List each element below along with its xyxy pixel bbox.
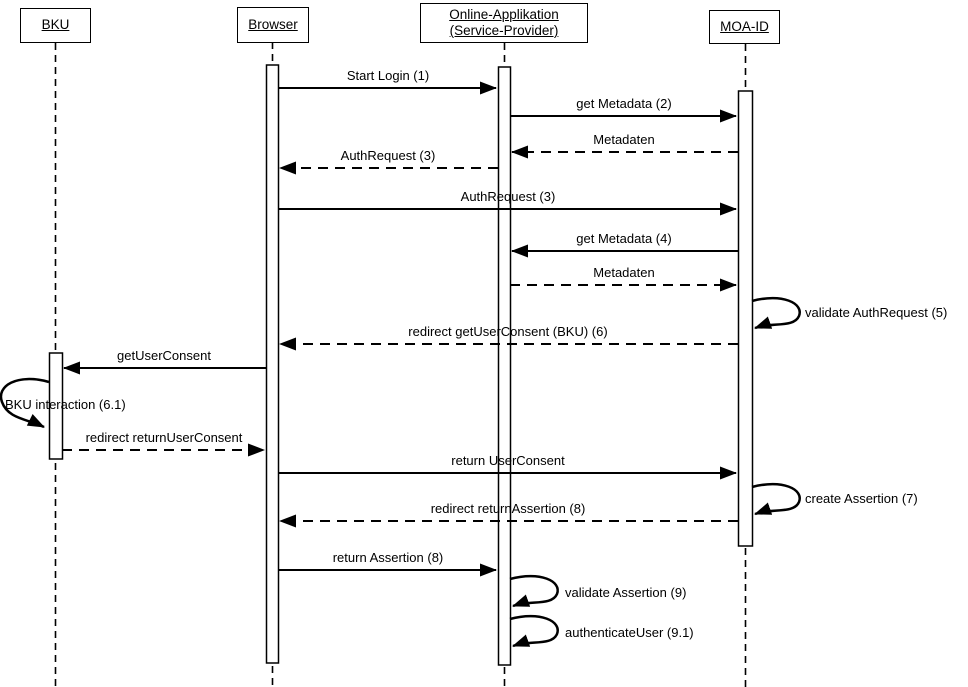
activation-bar-browser (265, 64, 280, 664)
actor-label-bku: BKU (41, 17, 70, 33)
message-label-redirect-getuserconsent: redirect getUserConsent (BKU) (6) (408, 324, 608, 339)
message-label-return-userconsent: return UserConsent (451, 453, 565, 468)
actor-label-online-applikation: Online-Applikation (Service-Provider) (449, 6, 559, 38)
actor-label-moa-id: MOA-ID (720, 18, 769, 34)
message-label-get-metadata-4: get Metadata (4) (576, 231, 672, 246)
selfloop-validate-authrequest (751, 296, 801, 330)
activation-bar-moa-id (737, 90, 754, 547)
message-label-authrequest-forward: AuthRequest (3) (460, 189, 556, 204)
message-label-validate-authrequest: validate AuthRequest (5) (805, 305, 948, 320)
selfloop-create-assertion (751, 482, 801, 516)
message-label-start-login: Start Login (1) (346, 68, 430, 83)
message-label-create-assertion: create Assertion (7) (805, 491, 918, 506)
message-label-authenticateuser: authenticateUser (9.1) (565, 625, 694, 640)
message-label-validate-assertion: validate Assertion (9) (565, 585, 687, 600)
message-label-authrequest-response: AuthRequest (3) (340, 148, 436, 163)
message-label-metadaten-1: Metadaten (593, 132, 655, 147)
message-label-getuserconsent: getUserConsent (117, 348, 211, 363)
selfloop-validate-assertion (509, 574, 559, 608)
activation-bar-bku (48, 352, 64, 460)
message-label-redirect-returnuserconsent: redirect returnUserConsent (85, 430, 243, 445)
message-label-bku-interaction: BKU interaction (6.1) (5, 397, 126, 412)
message-label-get-metadata-2: get Metadata (2) (576, 96, 672, 111)
actor-label-browser: Browser (248, 16, 298, 32)
message-label-return-assertion: return Assertion (8) (332, 550, 444, 565)
actor-box-bku: BKU (20, 8, 91, 43)
actor-box-moa-id: MOA-ID (709, 10, 780, 44)
message-label-metadaten-2: Metadaten (593, 265, 655, 280)
selfloop-bku-interaction (0, 377, 50, 429)
actor-box-online-applikation: Online-Applikation (Service-Provider) (420, 3, 588, 43)
message-label-redirect-returnassertion: redirect returnAssertion (8) (430, 501, 586, 516)
activation-bar-online-applikation (497, 66, 512, 666)
selfloop-authenticateuser (509, 614, 559, 648)
actor-box-browser: Browser (237, 7, 309, 43)
